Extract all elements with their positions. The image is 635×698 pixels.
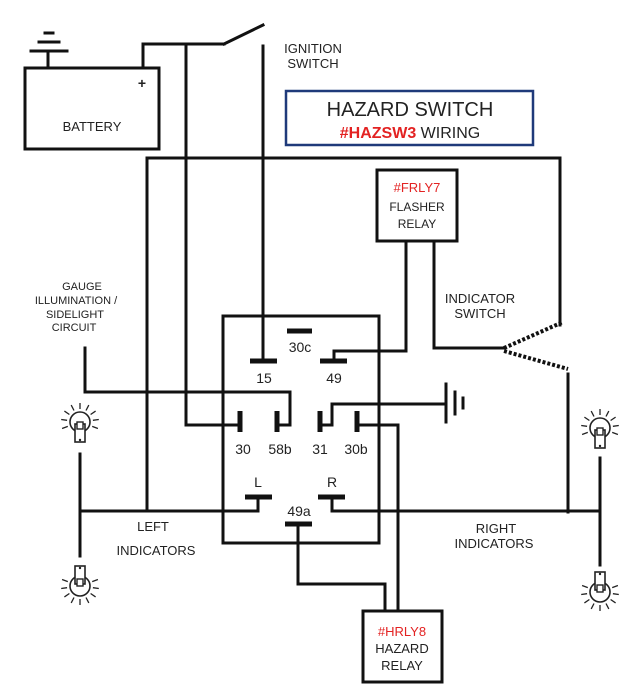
- bulb-ray: [610, 598, 616, 604]
- left-indicators-label-1: LEFT: [137, 519, 169, 534]
- wire-flasher-to-49: [332, 239, 408, 359]
- bulb-icon: [581, 409, 619, 449]
- flasher-relay-line2: RELAY: [398, 217, 436, 231]
- hazard-relay-line2: RELAY: [381, 658, 423, 673]
- flasher-relay: #FRLY7 FLASHER RELAY: [375, 168, 459, 243]
- pin-label-30: 30: [235, 441, 251, 457]
- ignition-label-1: IGNITION: [284, 41, 342, 56]
- wire-flasher-to-indicator-switch: [432, 239, 506, 350]
- gauge-label-1: GAUGE: [62, 281, 102, 293]
- bulb-ray: [91, 578, 99, 583]
- battery-plus-label: +: [138, 75, 146, 91]
- bulb-ray: [584, 598, 590, 604]
- title-line1: HAZARD SWITCH: [327, 99, 494, 121]
- bulb-ray: [91, 425, 99, 430]
- wire-31-to-ground: [318, 402, 448, 427]
- bulb-ray: [61, 587, 68, 590]
- indicator-switch-label-2: SWITCH: [454, 306, 505, 321]
- flasher-relay-code: #FRLY7: [394, 180, 441, 195]
- indicator-switch-contact-left[interactable]: [503, 320, 564, 350]
- bulb-ray: [70, 597, 75, 604]
- bulb-ray: [581, 593, 588, 596]
- ignition-switch-icon: [221, 22, 266, 47]
- bulb-ray: [61, 425, 69, 430]
- gauge-label-4: CIRCUIT: [52, 322, 97, 334]
- battery-ground-icon: [29, 31, 69, 70]
- bulb-ray: [612, 424, 619, 427]
- bulb-ray: [581, 584, 589, 589]
- bulb-ray: [611, 431, 619, 436]
- wire-R-to-right-indicators: [330, 495, 602, 513]
- battery: BATTERY +: [23, 66, 161, 151]
- bulb-icon: [61, 565, 99, 605]
- bulb-icon: [581, 571, 619, 611]
- wire-L-to-left-indicators: [78, 495, 260, 513]
- gauge-label-2: ILLUMINATION /: [35, 295, 118, 307]
- bulb-ray: [70, 404, 75, 411]
- bulb-ray: [90, 592, 96, 598]
- bulb-ray: [610, 416, 616, 422]
- title-box: HAZARD SWITCH #HAZSW3 WIRING: [284, 89, 535, 147]
- bulb-ray: [590, 410, 595, 417]
- hazard-relay-line1: HAZARD: [375, 641, 428, 656]
- bulb-ray: [581, 424, 588, 427]
- wire-gauge-to-58b: [83, 346, 292, 427]
- wire-left-to-indicator-switch: [145, 156, 562, 512]
- bulb-ray: [581, 431, 589, 436]
- bulb-ray: [85, 404, 90, 411]
- bulb-ray: [61, 418, 68, 421]
- bulb-icon: [61, 403, 99, 443]
- bulb-ray: [612, 593, 619, 596]
- bulb-ray: [605, 410, 610, 417]
- pin-label-30c: 30c: [289, 339, 312, 355]
- bulb-ray: [85, 597, 90, 604]
- bulb-ray: [64, 410, 70, 416]
- indicator-switch-contact-right[interactable]: [503, 349, 569, 371]
- right-indicators-label-1: RIGHT: [476, 521, 517, 536]
- indicator-switch-label-1: INDICATOR: [445, 291, 515, 306]
- wire-30b-to-hazard-relay: [355, 423, 400, 613]
- bulb-ray: [90, 410, 96, 416]
- pin-label-30b: 30b: [344, 441, 368, 457]
- bulb-ray: [92, 587, 99, 590]
- bulb-ray: [584, 416, 590, 422]
- pin-label-R: R: [327, 474, 337, 490]
- left-indicators-label-2: INDICATORS: [117, 543, 196, 558]
- bulb-ray: [605, 603, 610, 610]
- title-code: #HAZSW3: [340, 125, 417, 142]
- hazard-relay-code: #HRLY8: [378, 624, 426, 639]
- ignition-label-2: SWITCH: [287, 56, 338, 71]
- wire-49a-to-hazard-relay: [296, 522, 387, 613]
- pin-label-15: 15: [256, 370, 272, 386]
- pin-label-58b: 58b: [268, 441, 292, 457]
- bulb-ray: [611, 584, 619, 589]
- flasher-relay-line1: FLASHER: [389, 200, 445, 214]
- bulb-ray: [590, 603, 595, 610]
- pin-label-49a: 49a: [287, 503, 311, 519]
- bulb-ray: [64, 592, 70, 598]
- wire-battery-to-ignition: [141, 42, 226, 70]
- right-indicators-label-2: INDICATORS: [455, 536, 534, 551]
- gauge-label-3: SIDELIGHT: [46, 309, 104, 321]
- ground-icon: [444, 382, 465, 424]
- pin-label-31: 31: [312, 441, 328, 457]
- title-line2: #HAZSW3 WIRING: [340, 125, 480, 142]
- pin-label-L: L: [254, 474, 262, 490]
- bulb-ray: [92, 418, 99, 421]
- bulb-ray: [61, 578, 69, 583]
- wire-battery-to-30: [184, 42, 242, 427]
- hazard-switch-body: [221, 314, 381, 545]
- battery-label: BATTERY: [63, 119, 122, 134]
- hazard-relay: #HRLY8 HAZARD RELAY: [361, 609, 444, 684]
- pin-label-49: 49: [326, 370, 342, 386]
- title-rest: WIRING: [416, 125, 480, 142]
